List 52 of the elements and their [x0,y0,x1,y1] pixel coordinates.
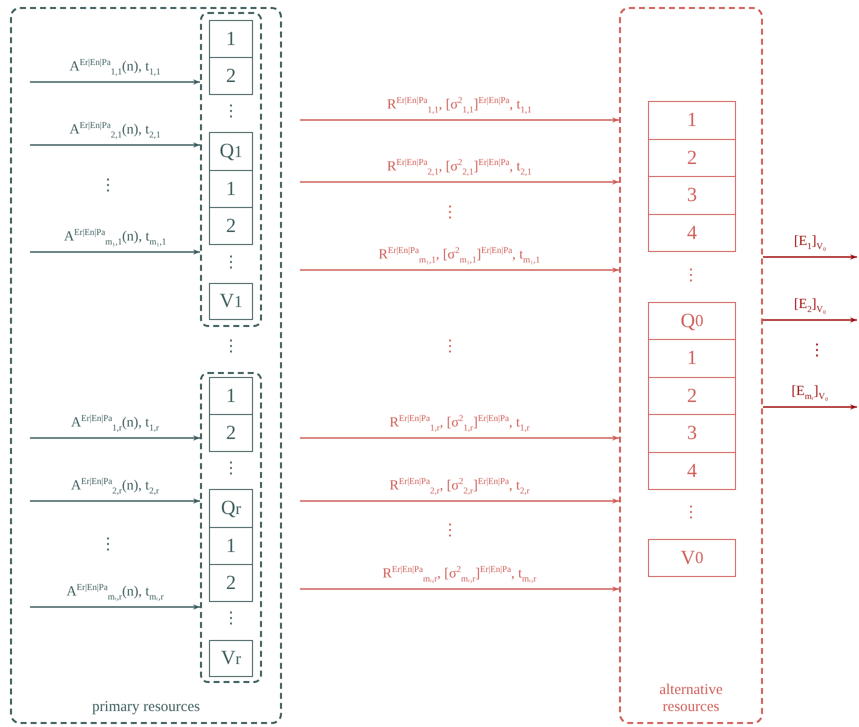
vertical-ellipsis: ⋮ [223,461,239,477]
queue-slot: 1 [209,527,253,565]
arrow [300,586,619,592]
panel-title: alternative resources [658,682,724,716]
dashed-group-box [200,372,262,683]
arrow [763,404,857,410]
vertical-ellipsis: ⋮ [223,611,239,627]
queue-slot: 2 [209,57,253,95]
queue-slot: 4 [648,452,736,490]
arrow [763,254,857,260]
arrow [300,435,619,441]
vertical-ellipsis: ⋮ [442,339,458,355]
queue-slot: 4 [648,214,736,252]
arrow [300,179,619,185]
arrow [30,249,200,255]
vertical-ellipsis: ⋮ [223,255,239,271]
queue-slot: 2 [209,564,253,602]
edge-label: [E$_{1}$]$_{V₀}$ [792,234,828,254]
queue-slot: 1 [209,170,253,208]
arrow [763,317,857,323]
panel-title: primary resources [92,699,200,716]
queue-slot: 2 [209,414,253,452]
queue-slot: 2 [648,377,736,415]
dashed-group-box [200,12,262,327]
vertical-ellipsis: ⋮ [223,339,239,355]
vertical-ellipsis: ⋮ [223,104,239,120]
vertical-ellipsis: ⋮ [442,523,458,539]
vertical-ellipsis: ⋮ [100,178,116,194]
vertical-ellipsis: ⋮ [683,505,699,521]
queue-slot: 1 [209,20,253,58]
dashed-panel [619,7,763,724]
arrow [30,435,200,441]
edge-label: [E$_{2}$]$_{V₀}$ [792,297,828,317]
arrow [300,117,619,123]
edge-label: [E$_{mᵣ}$]$_{V₀}$ [790,384,830,404]
arrow [30,79,200,85]
vertical-ellipsis: ⋮ [100,537,116,553]
queue-slot: 2 [209,207,253,245]
arrow [300,498,619,504]
queue-slot: 1 [648,101,736,140]
vertical-ellipsis: ⋮ [442,205,458,221]
arrow [30,142,200,148]
arrow [30,604,200,610]
arrow [300,267,619,273]
arrow [30,498,200,504]
queue-slot: 3 [648,176,736,215]
queue-slot: 1 [648,339,736,378]
queue-slot: 3 [648,414,736,453]
vertical-ellipsis: ⋮ [809,343,825,359]
queue-slot: 2 [648,139,736,177]
queue-slot: 1 [209,377,253,415]
vertical-ellipsis: ⋮ [683,268,699,284]
